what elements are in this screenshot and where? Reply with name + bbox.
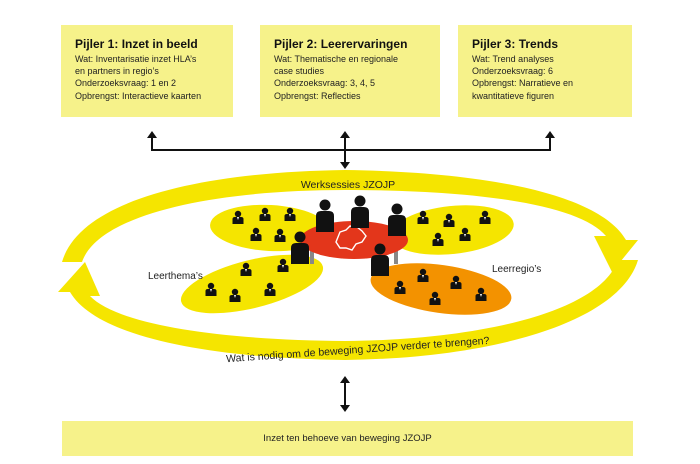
pillar-3-line: Opbrengst: Narratieve en bbox=[472, 78, 574, 89]
pillar-1-title: Pijler 1: Inzet in beeld bbox=[75, 37, 198, 51]
pillar-2-box: Pijler 2: Leerervaringen Wat: Thematisch… bbox=[260, 25, 440, 117]
cycle-band bbox=[58, 170, 638, 360]
pillar-1-line: Wat: Inventarisatie inzet HLA’s bbox=[75, 54, 197, 64]
pillar-2-line: case studies bbox=[274, 66, 325, 77]
pillar-1-line: Opbrengst: Interactieve kaarten bbox=[75, 90, 202, 101]
arrow-up-icon bbox=[340, 131, 350, 138]
arrow-down-icon bbox=[340, 162, 350, 169]
petals bbox=[180, 204, 514, 315]
pillar-3-line: kwantitatieve figuren bbox=[472, 90, 555, 101]
right-petal-label: Leerregio’s bbox=[492, 264, 541, 275]
pillar-1-line: Onderzoeksvraag: 1 en 2 bbox=[75, 78, 177, 89]
pillar-1-box: Pijler 1: Inzet in beeld Wat: Inventaris… bbox=[61, 25, 233, 117]
pillar-3-title: Pijler 3: Trends bbox=[472, 37, 559, 51]
petal-top-right bbox=[390, 205, 514, 255]
pillar-2-line: Opbrengst: Reflecties bbox=[274, 90, 361, 101]
bottom-box: Inzet ten behoeve van beweging JZOJP bbox=[62, 421, 633, 456]
pillar-3-line: Wat: Trend analyses bbox=[472, 54, 554, 64]
pillar-2-line: Wat: Thematische en regionale bbox=[274, 54, 399, 64]
cycle-arrow-top bbox=[62, 170, 638, 272]
cycle-arrow-bottom bbox=[58, 260, 638, 360]
netherlands-map-icon bbox=[335, 225, 367, 251]
arrow-up-icon bbox=[340, 376, 350, 383]
left-petal-label: Leerthema’s bbox=[148, 271, 203, 282]
pillar-2-title: Pijler 2: Leerervaringen bbox=[274, 37, 408, 51]
connector-lines bbox=[151, 137, 551, 407]
top-cycle-label: Werksessies JZOJP bbox=[301, 179, 395, 191]
arrowheads bbox=[147, 131, 555, 412]
petal-right bbox=[370, 263, 512, 315]
pillar-2-line: Onderzoeksvraag: 3, 4, 5 bbox=[274, 78, 376, 89]
arrow-up-icon bbox=[147, 131, 157, 138]
pillar-3-line: Onderzoeksvraag: 6 bbox=[472, 66, 554, 77]
arrow-up-icon bbox=[545, 131, 555, 138]
pillar-1-line: en partners in regio’s bbox=[75, 66, 159, 77]
arrow-down-icon bbox=[340, 405, 350, 412]
pillar-3-box: Pijler 3: Trends Wat: Trend analyses Ond… bbox=[458, 25, 632, 117]
